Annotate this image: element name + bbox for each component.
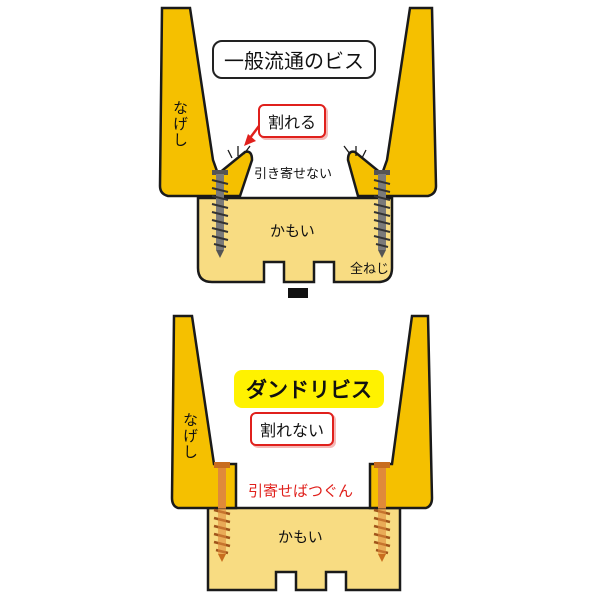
bottom-crack-badge: 割れない: [250, 412, 335, 446]
bottom-right-screw-icon: [373, 462, 391, 562]
top-title: 一般流通のビス: [212, 40, 376, 79]
top-pull-label: 引き寄せない: [254, 167, 333, 182]
bottom-right-nageshi-shape: [368, 314, 434, 510]
bottom-kamoi-label: かもい: [278, 528, 323, 546]
top-crack-badge: 割れる: [258, 104, 327, 138]
bottom-kamoi-shape: [206, 506, 402, 592]
top-right-nageshi-shape: [346, 6, 438, 198]
top-left-screw-icon: [211, 170, 229, 258]
top-right-screw-icon: [373, 170, 391, 258]
top-screw-label: 全ねじ: [350, 262, 390, 277]
bottom-diagram: [170, 314, 434, 592]
top-diagram: [158, 6, 438, 284]
bottom-left-screw-icon: [213, 462, 231, 562]
bottom-title: ダンドリビス: [234, 370, 384, 408]
bottom-panel: ダンドリビス 割れない 引寄せばつぐん なげし かもい: [0, 298, 600, 600]
bottom-pull-label: 引寄せばつぐん: [248, 482, 354, 500]
top-panel: 一般流通のビス 割れる 引き寄せない なげし かもい 全ねじ: [0, 0, 600, 298]
top-kamoi-label: かもい: [270, 222, 315, 240]
top-kamoi-shape: [196, 196, 394, 284]
crack-icon: [227, 145, 367, 159]
top-nageshi-label: なげし: [171, 100, 189, 148]
bottom-nageshi-label: なげし: [181, 412, 199, 460]
